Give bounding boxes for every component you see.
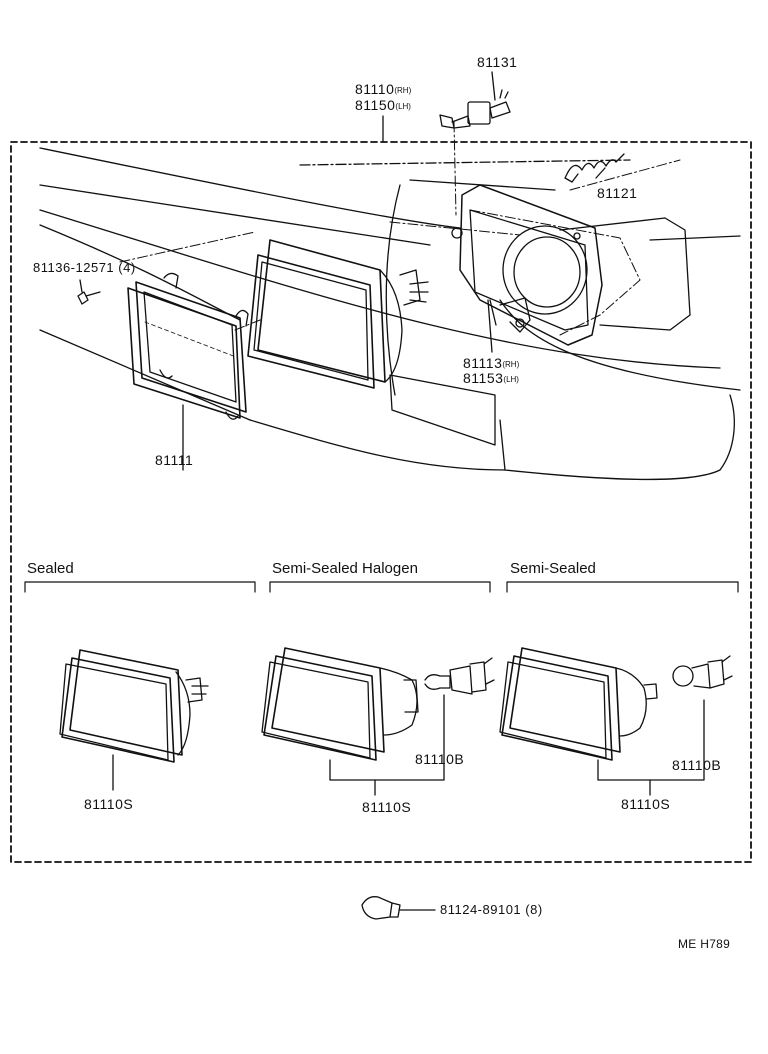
semi-sealed-bulb-81110b — [672, 655, 733, 689]
label-semi-sealed-bulb: 81110B — [672, 757, 722, 773]
mounting-housing-81113 — [451, 184, 603, 346]
assembly-frame — [10, 141, 752, 863]
section-semi-sealed-halogen: Semi-Sealed Halogen — [272, 560, 418, 577]
adjusting-screw-81121 — [564, 153, 625, 183]
label-81150-suffix: (LH) — [395, 102, 411, 111]
section-sealed: Sealed — [27, 560, 74, 577]
label-81113-suffix: (RH) — [502, 360, 520, 369]
label-81110: 81110(RH) — [355, 81, 412, 97]
label-81153: 81153(LH) — [463, 370, 519, 386]
retaining-ring-81111 — [127, 272, 249, 471]
label-halogen-bulb: 81110B — [415, 751, 465, 767]
label-81110-suffix: (RH) — [394, 86, 412, 95]
label-81111: 81111 — [155, 452, 194, 468]
label-81121: 81121 — [597, 185, 638, 201]
section-semi-sealed: Semi-Sealed — [510, 560, 596, 577]
car-body-outline — [39, 147, 741, 481]
label-81150: 81150(LH) — [355, 97, 411, 113]
clip-81124 — [361, 896, 436, 920]
halogen-bulb-81110b — [424, 657, 495, 695]
alignment-lines — [119, 121, 681, 336]
halogen-headlamp-unit — [261, 647, 445, 796]
label-81136: 81136-12571 (4) — [33, 260, 136, 275]
label-81153-suffix: (LH) — [503, 375, 519, 384]
semi-sealed-headlamp-unit — [499, 647, 705, 796]
label-81124: 81124-89101 (8) — [440, 902, 543, 917]
exploded-headlamp — [247, 239, 429, 389]
label-81131: 81131 — [477, 54, 518, 70]
label-semi-sealed-unit: 81110S — [621, 796, 671, 812]
label-sealed-unit: 81110S — [84, 796, 134, 812]
socket-81131 — [439, 71, 511, 129]
diagram-code: ME H789 — [678, 937, 731, 951]
section-brackets — [24, 581, 739, 593]
label-81113: 81113(RH) — [463, 355, 520, 371]
label-halogen-unit: 81110S — [362, 799, 412, 815]
sealed-headlamp-unit — [59, 649, 209, 791]
screw-81136 — [77, 279, 101, 305]
leader-81113 — [487, 299, 493, 353]
